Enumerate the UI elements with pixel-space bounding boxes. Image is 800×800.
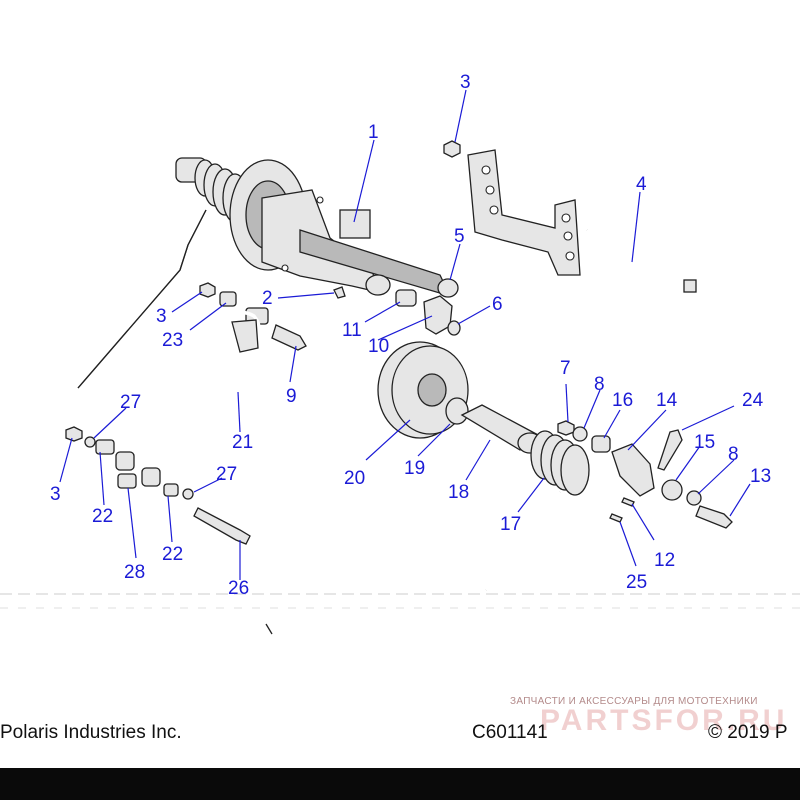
washer-27-left — [84, 436, 96, 448]
nut-top — [443, 140, 461, 158]
watermark-logo: PARTSFOR.RU — [540, 704, 788, 737]
callout-7: 7 — [560, 358, 571, 379]
callout-6: 6 — [492, 294, 503, 315]
nut-7 — [557, 420, 575, 436]
washer-8-left — [572, 426, 588, 442]
torsion-spring — [484, 430, 590, 591]
pin-25 — [609, 513, 623, 523]
footer-company: Polaris Industries Inc. — [0, 722, 182, 743]
nut-3-lower — [65, 426, 83, 442]
callout-9: 9 — [286, 386, 297, 407]
bushing-23 — [219, 291, 237, 307]
callout-16: 16 — [612, 390, 633, 411]
callout-1: 1 — [368, 122, 379, 143]
callout-19: 19 — [404, 458, 425, 479]
callout-20: 20 — [344, 468, 365, 489]
nut-3-left — [199, 282, 216, 298]
callout-14: 14 — [656, 390, 678, 411]
callout-13: 13 — [750, 466, 771, 487]
callout-21: 21 — [232, 432, 253, 453]
bushing-15 — [661, 479, 683, 501]
front-rod — [77, 209, 207, 389]
callout-labels: 1 3 4 5 2 6 3 23 11 10 9 27 21 3 22 28 2… — [50, 72, 771, 599]
pin-12 — [621, 497, 635, 507]
bolt-26 — [193, 507, 251, 545]
callout-3-left: 3 — [156, 306, 167, 327]
bolt-13 — [695, 505, 733, 529]
callout-11: 11 — [342, 320, 362, 341]
callout-10: 10 — [368, 336, 389, 357]
callout-12: 12 — [654, 550, 675, 571]
callout-4: 4 — [636, 174, 647, 195]
footer-diagram-code: C601141 — [472, 722, 548, 743]
bottom-bar — [0, 768, 800, 800]
callout-3-top: 3 — [460, 72, 471, 93]
callout-22-left: 22 — [92, 506, 113, 527]
callout-26: 26 — [228, 578, 249, 599]
washer-8-right — [686, 490, 702, 506]
callout-27-right: 27 — [216, 464, 237, 485]
bushing-22-left — [95, 439, 115, 455]
callout-25: 25 — [626, 572, 647, 593]
callout-8-left: 8 — [594, 374, 605, 395]
callout-23: 23 — [162, 330, 183, 351]
shock-absorber — [175, 157, 459, 298]
callout-15: 15 — [694, 432, 715, 453]
cam-14 — [611, 443, 655, 497]
bushing-11 — [395, 289, 417, 307]
callout-24: 24 — [742, 390, 764, 411]
spacer-tube — [460, 404, 543, 454]
callout-28: 28 — [124, 562, 145, 583]
bushing-22-right — [163, 483, 179, 497]
leader-lines — [59, 89, 751, 580]
o-ring-19 — [445, 397, 469, 425]
bushing-16 — [591, 435, 611, 453]
callout-8-right: 8 — [728, 444, 739, 465]
callout-27-left: 27 — [120, 392, 141, 413]
grease-fitting-2 — [333, 286, 346, 299]
footer-copyright: © 2019 P — [708, 722, 788, 743]
bushing-28 — [117, 473, 137, 489]
watermark-tagline: ЗАПЧАСТИ И АКСЕССУАРЫ ДЛЯ МОТОТЕХНИКИ — [510, 696, 758, 707]
callout-5: 5 — [454, 226, 465, 247]
link-arm — [128, 310, 262, 480]
callout-17: 17 — [500, 514, 521, 535]
callout-22-right: 22 — [162, 544, 183, 565]
bolt-9 — [271, 324, 307, 351]
washer-6 — [447, 320, 461, 336]
mounting-bracket — [467, 149, 697, 293]
bolt-24 — [657, 429, 683, 471]
washer-27-right — [182, 488, 194, 500]
callout-3-lower: 3 — [50, 484, 61, 505]
callout-2: 2 — [262, 288, 273, 309]
callout-18: 18 — [448, 482, 469, 503]
